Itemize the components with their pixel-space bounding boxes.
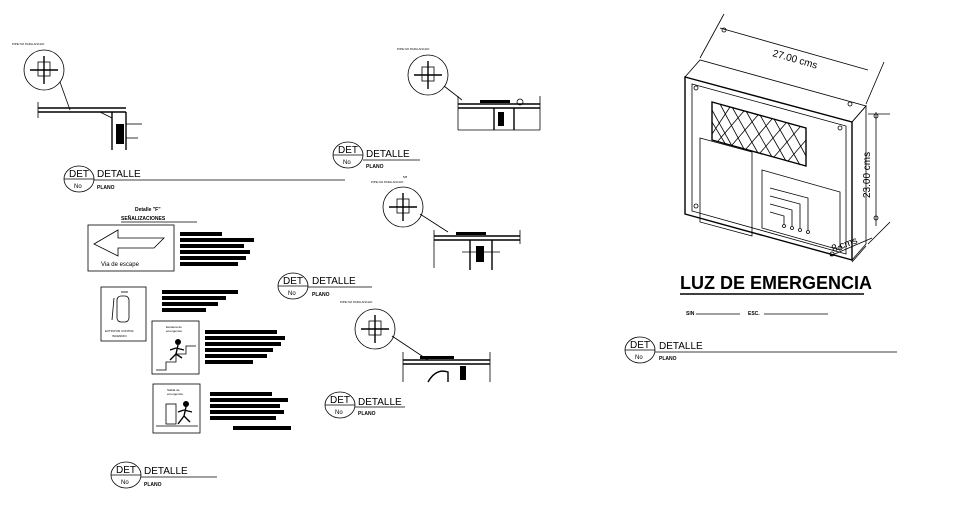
detail-top-left: PIPE NO PARA ANCHO	[12, 42, 142, 150]
detail-callout-circle	[382, 186, 424, 228]
dim-width-label: 27.00 cms	[771, 48, 818, 71]
detail-note-text: PIPE NO PARA ANCHO	[371, 180, 404, 184]
luz-esc-label: ESC.	[748, 311, 760, 317]
detail-callout-circle	[407, 54, 449, 96]
detail-lower-center: PIPE NO PARA ANCHO	[340, 300, 491, 383]
detail-note-text: PIPE NO PARA ANCHO	[12, 42, 45, 46]
arrow-caption: Via de escape	[101, 262, 140, 268]
det-number: No	[121, 480, 129, 486]
detail-callout-circle	[354, 308, 396, 350]
det-plano: PLANO	[659, 356, 677, 362]
extinguisher-caption-2: INCENDIO	[112, 334, 127, 338]
det-plano: PLANO	[144, 482, 162, 488]
detail-label-5: DET No DETALLE PLANO	[110, 461, 217, 489]
detail-top-middle: PIPE NO PARA ANCHO	[397, 47, 541, 131]
fig-number: 5/8	[403, 175, 408, 179]
det-number: No	[343, 160, 351, 166]
det-title: DETALLE	[358, 397, 402, 408]
detail-center: 5/8 PIPE NO PARA ANCHO	[371, 175, 521, 270]
det-abbrev: DET	[338, 145, 358, 156]
det-number: No	[635, 355, 643, 361]
person-running-icon	[175, 339, 181, 345]
det-abbrev: DET	[630, 340, 650, 351]
detail-note-text: PIPE NO PARA ANCHO	[397, 47, 430, 51]
left-panel	[699, 137, 753, 237]
exit-caption-2: emergencia	[167, 392, 183, 396]
person-exit-icon	[183, 401, 189, 407]
det-title: DETALLE	[659, 341, 703, 352]
emergency-exit-sign	[152, 383, 201, 434]
dimension-height: 23.00 cms	[862, 112, 891, 245]
extinguisher-sign	[100, 286, 147, 342]
det-title: DETALLE	[144, 466, 188, 477]
det-title: DETALLE	[97, 169, 141, 180]
escape-route-sign	[87, 224, 175, 272]
det-title: DETALLE	[312, 276, 356, 287]
luz-sin-label: SIN	[686, 311, 695, 317]
stairs-icon	[156, 345, 196, 371]
senal-title-2: SEÑALIZACIONES	[121, 215, 166, 222]
stairs-caption-2: emergencia	[166, 329, 182, 333]
senalizaciones-section: Detalle "F" SEÑALIZACIONES Via de escape…	[87, 207, 291, 434]
detail-note-text: PIPE NO PARA ANCHO	[340, 300, 373, 304]
vent-grille	[711, 101, 807, 167]
extinguisher-caption-1: EXTINTOR CONTRA	[105, 329, 134, 333]
detail-label-4: DET No DETALLE PLANO	[324, 391, 405, 419]
det-abbrev: DET	[116, 465, 136, 476]
detail-label-2: DET No DETALLE PLANO	[332, 141, 420, 170]
det-plano: PLANO	[358, 411, 376, 417]
det-number: No	[74, 184, 82, 190]
det-number: No	[288, 291, 296, 297]
senal-title-1: Detalle "F"	[135, 207, 161, 213]
det-abbrev: DET	[69, 169, 89, 180]
dim-height-label: 23.00 cms	[862, 152, 873, 198]
det-abbrev: DET	[283, 276, 303, 287]
det-title: DETALLE	[366, 149, 410, 160]
det-plano: PLANO	[312, 292, 330, 298]
exit-caption-1: Salida de	[167, 388, 180, 392]
dimension-width: 27.00 cms	[699, 13, 885, 107]
luz-title: LUZ DE EMERGENCIA	[680, 273, 872, 293]
stairs-caption-1: Escalera de	[166, 325, 182, 329]
detail-label-3: DET No DETALLE PLANO	[277, 272, 372, 300]
dim-depth-label: 8 cms	[830, 235, 859, 254]
detail-label-1: DET No DETALLE PLANO	[63, 165, 345, 193]
det-abbrev: DET	[330, 395, 350, 406]
extinguisher-icon	[116, 295, 130, 323]
detail-label-6: DET No DETALLE PLANO	[624, 336, 897, 364]
box-side-face	[851, 104, 867, 262]
det-plano: PLANO	[366, 164, 384, 170]
arrow-left-icon	[93, 229, 165, 257]
emergency-stairs-sign	[151, 320, 200, 375]
det-plano: PLANO	[97, 185, 115, 191]
door-icon	[165, 403, 177, 425]
detail-callout-circle	[23, 49, 65, 91]
emergency-light-drawing: 27.00 cms 23.00 cms 8 cms LUZ DE EMERGEN…	[680, 13, 891, 317]
det-number: No	[335, 410, 343, 416]
